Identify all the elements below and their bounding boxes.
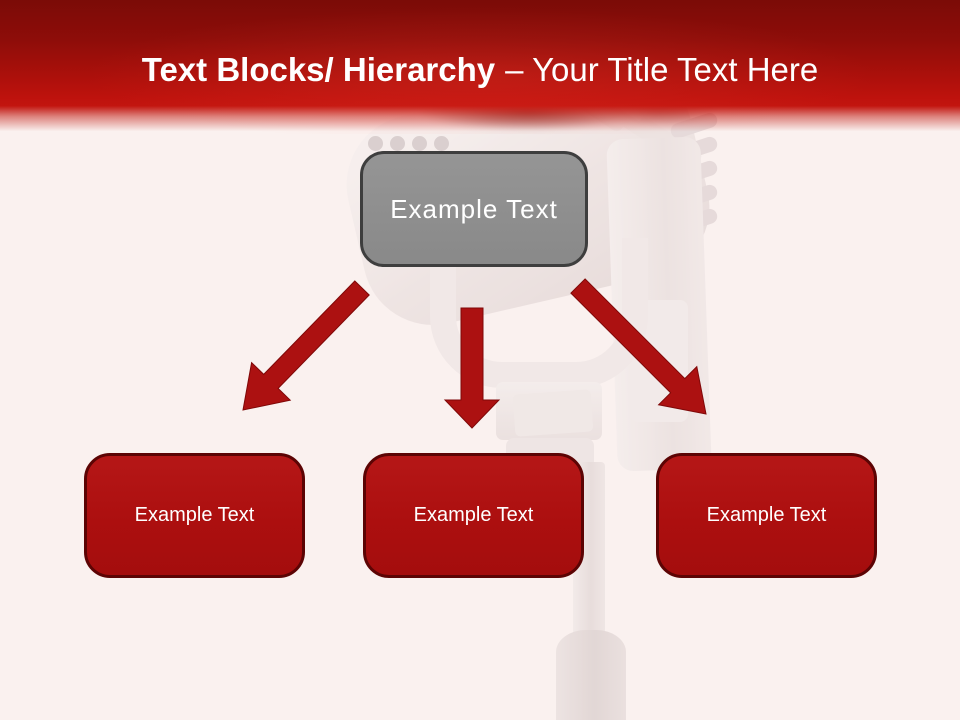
- arrow-down-icon: [443, 307, 501, 429]
- microphone-grille-dot: [368, 136, 383, 151]
- arrow-down-right-icon: [570, 278, 707, 415]
- arrow-down-left-icon: [242, 280, 370, 411]
- microphone-grille-dot: [434, 136, 449, 151]
- slide-title-light: – Your Title Text Here: [505, 51, 819, 88]
- child-text-block-3: Example Text: [656, 453, 877, 578]
- child-text-block-3-label: Example Text: [706, 504, 827, 526]
- microphone-stand-base: [556, 630, 626, 720]
- root-text-block-label: Example Text: [390, 193, 558, 224]
- slide-title: Text Blocks/ Hierarchy– Your Title Text …: [0, 50, 960, 90]
- child-text-block-1: Example Text: [84, 453, 305, 578]
- title-banner: Text Blocks/ Hierarchy– Your Title Text …: [0, 0, 960, 134]
- microphone-grille-dot: [412, 136, 427, 151]
- microphone-grille-dot: [390, 136, 405, 151]
- slide-title-bold: Text Blocks/ Hierarchy: [141, 51, 496, 88]
- child-text-block-1-label: Example Text: [134, 504, 255, 526]
- child-text-block-2-label: Example Text: [413, 504, 534, 526]
- child-text-block-2: Example Text: [363, 453, 584, 578]
- banner-glow: [0, 0, 960, 134]
- root-text-block: Example Text: [360, 151, 588, 267]
